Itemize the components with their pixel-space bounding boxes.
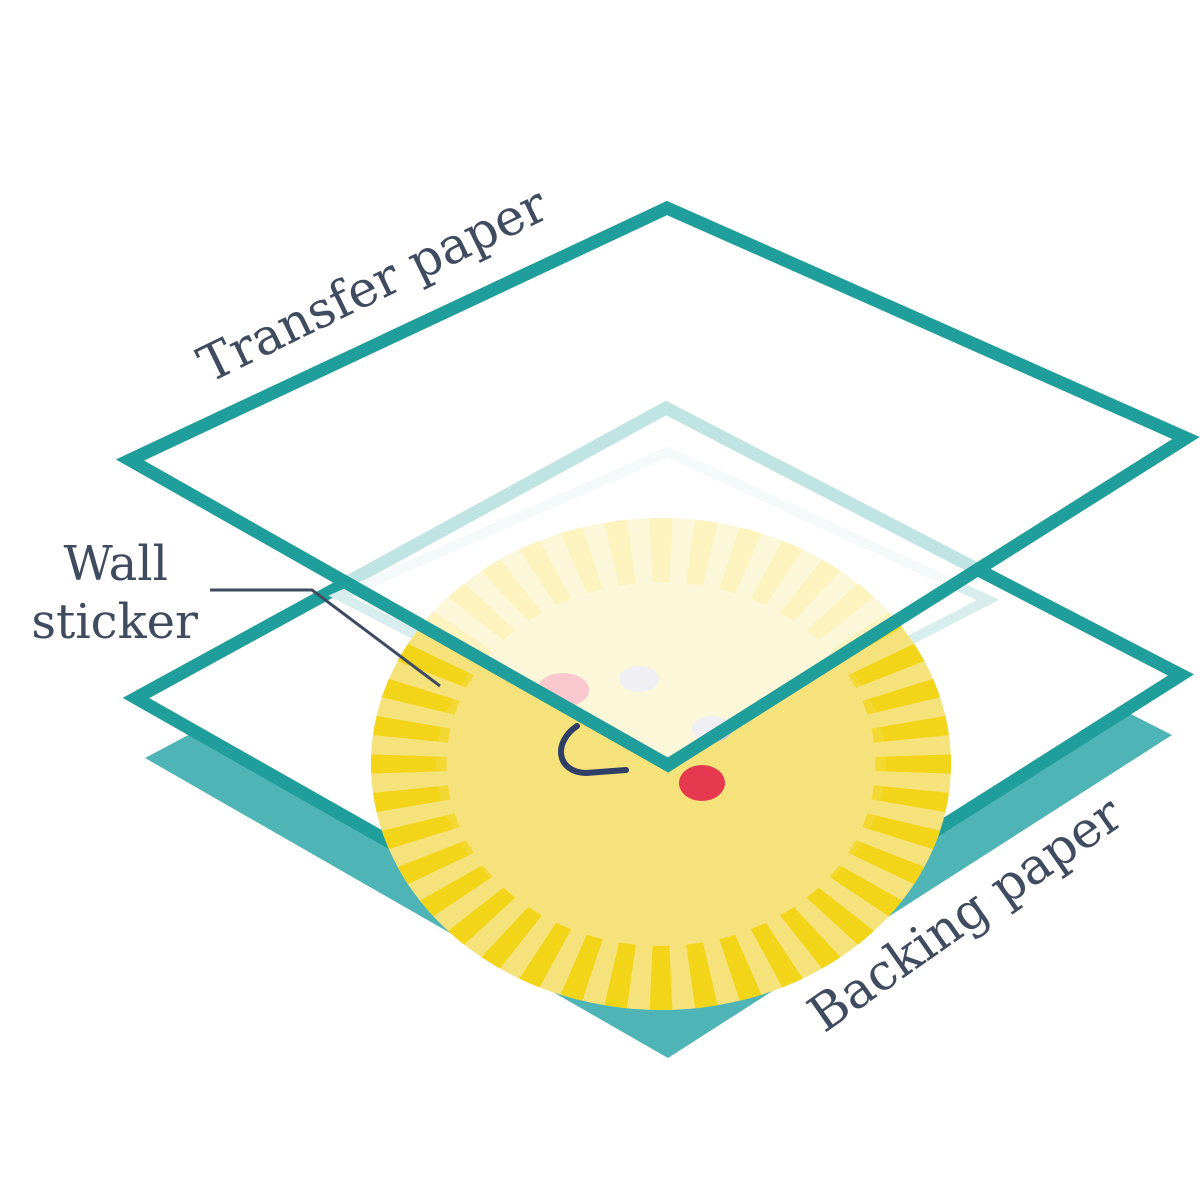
sun-right-cheek — [679, 765, 725, 801]
sun-ray — [597, 942, 636, 1010]
sun-ray — [686, 942, 725, 1010]
wall-sticker-label-line2: sticker — [31, 594, 198, 650]
sun-ray — [871, 785, 951, 818]
sun-ray — [648, 945, 674, 1010]
sun-ray — [871, 710, 951, 743]
wall-sticker-label-line1: Wall — [64, 536, 168, 592]
sun-ray — [371, 785, 451, 818]
transfer-paper-sheet — [115, 200, 1200, 773]
sun-mouth — [558, 723, 629, 777]
sun-ray — [371, 753, 447, 775]
sun-ray — [875, 753, 951, 775]
sun-ray — [371, 710, 451, 743]
wall-sticker-leader-line — [210, 588, 441, 688]
